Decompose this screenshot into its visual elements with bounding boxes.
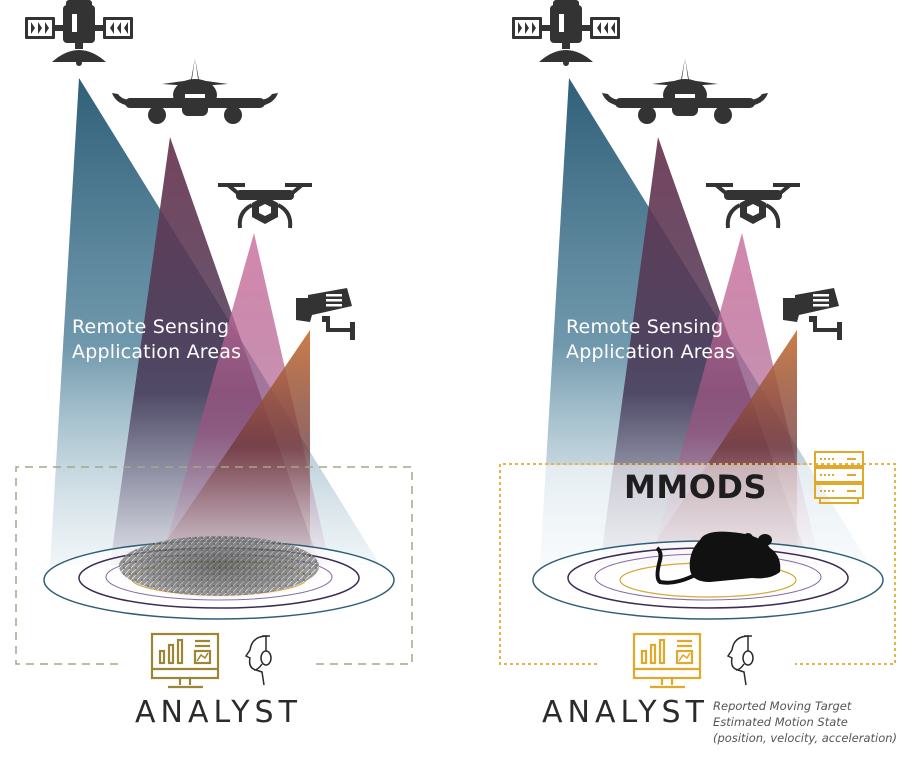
analytics-monitor-icon: [632, 632, 702, 689]
title-line-1: Remote Sensing: [566, 316, 724, 338]
motion-state-report: Reported Moving Target Estimated Motion …: [713, 698, 897, 746]
analytics-monitor-icon: [150, 632, 220, 689]
mmods-label: MMODS: [624, 468, 767, 506]
report-line-2: Estimated Motion State: [713, 715, 848, 729]
cctv-camera-icon: [783, 288, 842, 340]
camera-beam: [150, 330, 310, 565]
server-stack-icon: [814, 451, 864, 504]
left-panel: Remote Sensing Application Areas ANALYST: [15, 0, 413, 730]
report-line-1: Reported Moving Target: [713, 699, 852, 713]
drone-icon: [706, 183, 800, 229]
analyst-headset-icon: [244, 635, 272, 686]
remote-sensing-title: Remote Sensing Application Areas: [72, 315, 241, 365]
mouse-target: [655, 531, 781, 585]
analyst-label: ANALYST: [135, 695, 302, 730]
airplane-icon: [112, 58, 278, 124]
airplane-icon: [602, 58, 768, 124]
noisy-target: [114, 532, 324, 600]
mmods-frame: [499, 463, 896, 665]
cctv-camera-icon: [296, 288, 355, 340]
satellite-icon: [512, 0, 620, 66]
title-line-2: Application Areas: [566, 341, 736, 363]
left-scene: [15, 0, 413, 689]
report-line-3: (position, velocity, acceleration): [713, 731, 898, 745]
analyst-label: ANALYST: [542, 695, 709, 730]
title-line-2: Application Areas: [72, 341, 242, 363]
system-frame: [15, 466, 413, 665]
title-line-1: Remote Sensing: [72, 316, 230, 338]
drone-icon: [218, 183, 312, 229]
analyst-headset-icon: [726, 635, 754, 686]
satellite-icon: [25, 0, 133, 66]
remote-sensing-title: Remote Sensing Application Areas: [566, 315, 735, 365]
